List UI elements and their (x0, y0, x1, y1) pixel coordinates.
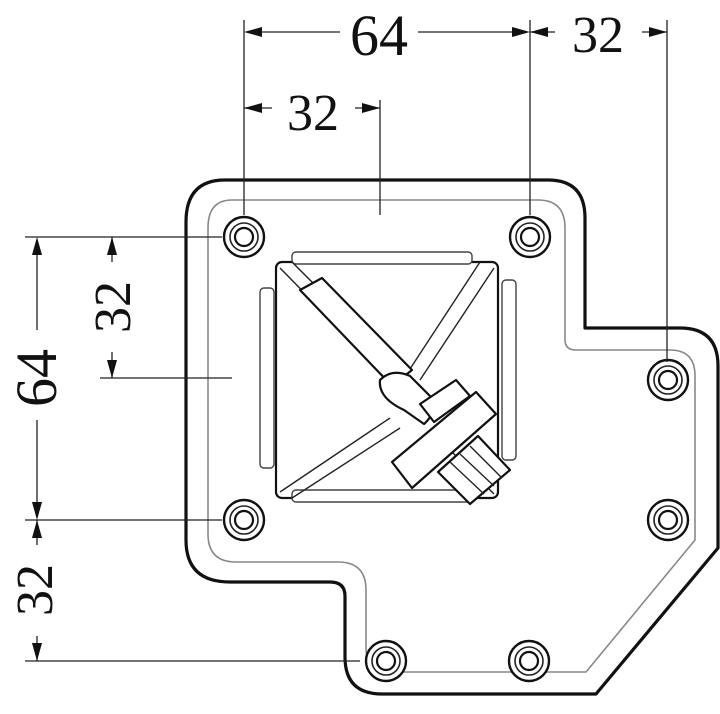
dimension-label: 32 (287, 85, 339, 142)
dimension-label: 32 (572, 7, 624, 64)
mounting-hole (507, 639, 551, 683)
dimension-label: 32 (7, 564, 64, 616)
dimension-top-right: 32 (530, 7, 668, 362)
mounting-hole (364, 639, 408, 683)
dimension-left-inner: 32 (85, 237, 232, 379)
dimension-label: 32 (85, 281, 142, 333)
mounting-hole (508, 215, 552, 259)
mounting-hole (222, 498, 266, 542)
mounting-hole (222, 215, 266, 259)
mounting-hole (646, 498, 690, 542)
dimension-top-width: 64 (243, 3, 531, 215)
dimension-label: 64 (350, 3, 408, 68)
mounting-hole (646, 358, 690, 402)
dimension-left-height: 64 (4, 236, 222, 521)
dimension-left-bottom: 32 (7, 520, 360, 662)
dimension-label: 64 (4, 349, 69, 407)
recessed-dish (259, 251, 517, 506)
dimension-top-inner: 32 (244, 85, 381, 215)
plate-outline (184, 178, 720, 696)
